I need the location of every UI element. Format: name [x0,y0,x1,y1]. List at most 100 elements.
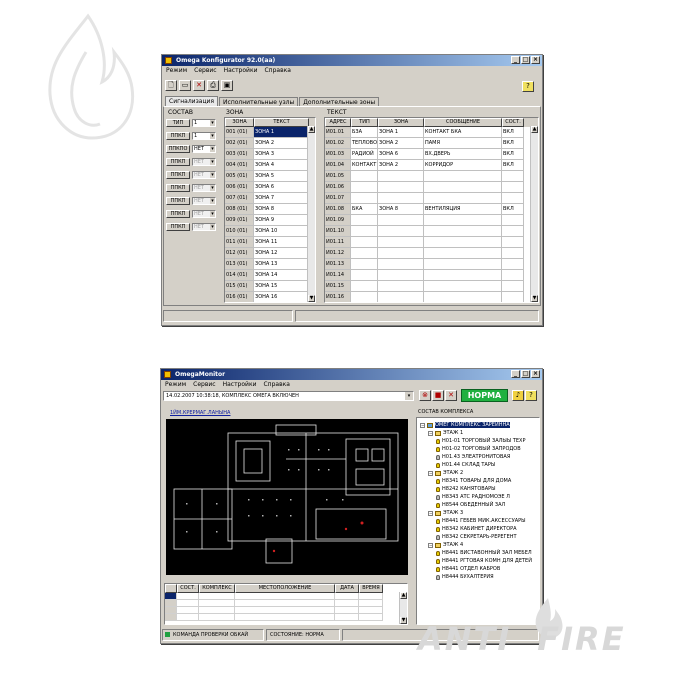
expand-toggle-icon[interactable]: − [428,430,433,436]
chevron-down-icon[interactable]: ▾ [405,392,413,400]
expand-toggle-icon[interactable]: − [420,422,425,428]
table-row[interactable]: 013 (01)ЗОНА 13 [225,259,315,270]
table-row[interactable]: 001 (01)ЗОНА 1 [225,127,315,138]
tree-item[interactable]: Н8441 ОТДЕЛ КАБРОВ [436,565,500,573]
tab-dopolnitelnye[interactable]: Дополнительные зоны [299,97,380,107]
help-button[interactable]: ? [522,81,534,92]
tree-item[interactable]: Н8441 ВИСТАВОННЫЙ ЗАЛ МЕБЕЛ [436,549,532,557]
scroll-down-arrow-icon[interactable]: ▼ [308,295,315,302]
table-row[interactable]: И01.05 [325,171,538,182]
events-grid-scrollbar[interactable]: ▲ ▼ [399,592,407,624]
stop-button[interactable]: ■ [432,390,444,401]
tree-item[interactable]: Н01-01 ТОРГОВЫЙ ЗАЛЫЫ ТЕХР [436,437,526,445]
table-row[interactable]: 012 (01)ЗОНА 12 [225,248,315,259]
table-row[interactable]: И01.07 [325,193,538,204]
scroll-up-arrow-icon[interactable]: ▲ [308,126,315,133]
help-button[interactable]: ? [525,390,537,401]
table-row[interactable]: 009 (01)ЗОНА 9 [225,215,315,226]
event-status-combo[interactable]: 14.02.2007 10:38:18, КОМПЛЕКС ОМЕГА ВКЛЮ… [163,391,414,401]
tree-item[interactable]: Н8441 ГЕБЕВ МИК.АКСЕССУАРЫ [436,517,526,525]
maximize-button[interactable]: □ [521,56,530,64]
open-doc-button[interactable]: ▭ [179,80,191,91]
device-button[interactable]: ППКП [166,197,190,205]
menu-servis[interactable]: Сервис [194,67,217,74]
zone-col-header[interactable]: ЗОНА [225,118,254,127]
events-col-header[interactable]: ДАТА [335,584,359,593]
table-row[interactable]: И01.14 [325,270,538,281]
table-row[interactable] [165,614,407,621]
configurator-titlebar[interactable]: Omega Konfigurator 92.0(aa) _ □ × [162,55,542,66]
device-button[interactable]: ППКП [166,184,190,192]
tree-item[interactable]: Н8343 АТС РАДНОМОЭЕ Л [436,493,510,501]
table-row[interactable] [165,600,407,607]
table-row[interactable]: 003 (01)ЗОНА 3 [225,149,315,160]
events-col-header[interactable] [165,584,177,593]
menu-nastroiki[interactable]: Настройки [223,67,258,74]
cancel-button[interactable]: ✕ [445,390,457,401]
delete-button[interactable]: ✕ [193,80,205,91]
minimize-button[interactable]: _ [511,370,520,378]
menu-servis[interactable]: Сервис [193,381,216,388]
device-button[interactable]: ТИП [166,119,190,127]
device-button[interactable]: ППКПО [166,145,190,153]
tree-item[interactable]: Н8342 КАБИНЕТ ДИРЕКТОРА [436,525,517,533]
tree-item[interactable]: −ЭТАЖ 2 [428,469,463,477]
tree-item[interactable]: Н01-02 ТОРГОВЫЙ ЗАПРОДОВ [436,445,521,453]
menu-nastroiki[interactable]: Настройки [222,381,257,388]
plan-link[interactable]: 1ЙМ.КРЕРМАГ.ЛАНЫНА [170,410,231,416]
tree-item[interactable]: Н8342 СЕКРЕТАРЬ-РЕРЕГЕНТ [436,533,517,541]
tab-signalizaciya[interactable]: Сигнализация [165,96,219,107]
scroll-down-arrow-icon[interactable]: ▼ [531,295,538,302]
tree-item[interactable]: −ЭТАЖ 1 [428,429,463,437]
scroll-up-arrow-icon[interactable]: ▲ [400,592,407,599]
table-row[interactable] [165,607,407,614]
device-button[interactable]: ППКП [166,132,190,140]
addr-col-header[interactable]: АДРЕС [325,118,351,127]
close-button[interactable]: × [531,370,540,378]
save-button[interactable]: ▣ [221,80,233,91]
events-col-header[interactable]: СОСТ. [177,584,199,593]
table-row[interactable]: 014 (01)ЗОНА 14 [225,270,315,281]
close-button[interactable]: × [531,56,540,64]
device-select[interactable]: 1 [192,132,216,140]
events-col-header[interactable]: КОМПЛЕКС [199,584,235,593]
menu-spravka[interactable]: Справка [263,381,290,388]
tree-item[interactable]: Н01.43 ЭЛЕАТРОНИТОВАЯ [436,453,510,461]
tree-item[interactable]: Н8341 ТОВАРЫ ДЛЯ ДОМА [436,477,511,485]
reset-button[interactable]: ⊗ [419,390,431,401]
table-row[interactable] [165,593,407,600]
menu-rezhim[interactable]: Режим [166,67,188,74]
scroll-down-arrow-icon[interactable]: ▼ [400,617,407,624]
tree-item[interactable]: Н8242 КАНЯТОВАРЫ [436,485,496,493]
tree-item[interactable]: Н8444 БУХАЛТЕРИЯ [436,573,494,581]
table-row[interactable]: 008 (01)ЗОНА 8 [225,204,315,215]
events-col-header[interactable]: ВРЕМЯ [359,584,383,593]
message-col-header[interactable]: СООБЩЕНИЕ [424,118,502,127]
expand-toggle-icon[interactable]: − [428,542,433,548]
device-button[interactable]: ППКП [166,171,190,179]
tree-item[interactable]: Н8441 РГТОВАЯ КОМН ДЛЯ ДЕТЕЙ [436,557,532,565]
zone-col-header[interactable]: ЗОНА [378,118,424,127]
menu-spravka[interactable]: Справка [264,67,291,74]
menu-rezhim[interactable]: Режим [165,381,187,388]
table-row[interactable]: 004 (01)ЗОНА 4 [225,160,315,171]
sound-button[interactable]: ♪ [512,390,524,401]
tab-ispolnitelnye[interactable]: Исполнительные узлы [219,97,299,107]
monitor-titlebar[interactable]: OmegaMonitor _ □ × [161,369,542,380]
floor-plan[interactable] [166,419,408,575]
tree-item[interactable]: Н01.44 СКЛАД ТАРЫ [436,461,495,469]
new-doc-button[interactable]: 🗋 [165,80,177,91]
table-row[interactable]: И01.11 [325,237,538,248]
tree-item[interactable]: −ЭТАЖ 4 [428,541,463,549]
state-col-header[interactable]: СОСТ. [502,118,524,127]
device-button[interactable]: ППКП [166,210,190,218]
maximize-button[interactable]: □ [521,370,530,378]
device-button[interactable]: ППКП [166,223,190,231]
events-col-header[interactable]: МЕСТОПОЛОЖЕНИЕ [235,584,335,593]
device-select[interactable]: 1 [192,119,216,127]
table-row[interactable]: И01.16 [325,292,538,302]
